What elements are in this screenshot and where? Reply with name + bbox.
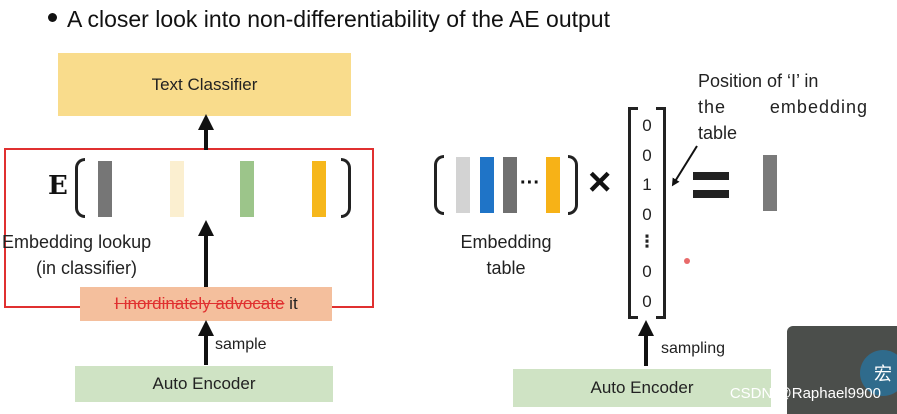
position-note-embedding: embedding (769, 97, 868, 117)
embedding-matrix-symbol: E (48, 171, 68, 201)
sentence-word-it: it (284, 294, 298, 313)
bullet-icon (48, 13, 57, 23)
sample-label: sample (215, 336, 267, 353)
sampled-sentence: I inordinately advocate it (80, 291, 332, 317)
left-open-bracket (75, 158, 85, 218)
table-column-orange (546, 157, 560, 213)
csdn-watermark: CSDN @Raphael9900 (729, 385, 881, 402)
stray-dot (684, 258, 690, 264)
table-ellipsis: ··· (520, 172, 540, 194)
table-column-lightgray (456, 157, 470, 213)
embedding-lookup-line2: (in classifier) (36, 258, 138, 278)
one-hot-entry: 1 (642, 175, 652, 194)
result-embedding-vector (763, 155, 777, 211)
one-hot-entry: 0 (642, 146, 652, 165)
equals-sign (693, 172, 729, 180)
slide-title: A closer look into non-differentiability… (48, 6, 610, 33)
auto-encoder-label-left: Auto Encoder (152, 374, 256, 393)
text-classifier-box: Text Classifier (58, 53, 351, 116)
one-hot-close-bracket (656, 107, 666, 319)
left-close-bracket (341, 158, 351, 218)
one-hot-entry: 0 (642, 116, 652, 135)
avatar: 宏 (860, 350, 897, 396)
one-hot-entry: 0 (642, 205, 652, 224)
sampling-label: sampling (661, 340, 726, 357)
slide-title-text: A closer look into non-differentiability… (67, 6, 610, 32)
position-note: Position of ‘I’ in the embedding table (698, 68, 868, 146)
one-hot-entry: ⋮ (638, 232, 656, 251)
auto-encoder-box-left: Auto Encoder (75, 366, 333, 402)
embedding-vector-cream (170, 161, 184, 217)
embedding-table-line2: table (486, 258, 526, 278)
embedding-vector-gray (98, 161, 112, 217)
avatar-text: 宏 (874, 364, 892, 384)
embedding-lookup-line1: Embedding lookup (2, 232, 152, 252)
table-open-bracket (434, 155, 444, 215)
embedding-vector-orange (312, 161, 326, 217)
table-close-bracket (568, 155, 578, 215)
position-note-the: the (698, 97, 727, 117)
table-column-blue (480, 157, 494, 213)
sampled-sentence-highlight (80, 287, 332, 321)
equals-sign-lower (693, 190, 729, 198)
position-note-line3: table (698, 123, 738, 143)
sentence-word-i: I (114, 294, 124, 313)
multiply-sign: × (588, 160, 612, 204)
embedding-table-label: Embedding table (450, 229, 562, 281)
position-note-line2: the embedding (698, 94, 868, 120)
one-hot-entry: 0 (642, 262, 652, 281)
embedding-table-line1: Embedding (460, 232, 552, 252)
text-classifier-label: Text Classifier (151, 74, 258, 94)
table-column-darkgray (503, 157, 517, 213)
embedding-vector-green (240, 161, 254, 217)
auto-encoder-label-right: Auto Encoder (590, 378, 694, 397)
arrow-position-pointer (671, 145, 698, 187)
sentence-words-struck: inordinately advocate (123, 294, 285, 313)
one-hot-entry: 0 (642, 292, 652, 311)
one-hot-open-bracket (628, 107, 638, 319)
position-note-line1: Position of ‘I’ in (698, 71, 819, 91)
auto-encoder-box-right: Auto Encoder (513, 369, 771, 407)
embedding-lookup-label: Embedding lookup (in classifier) (2, 229, 151, 281)
